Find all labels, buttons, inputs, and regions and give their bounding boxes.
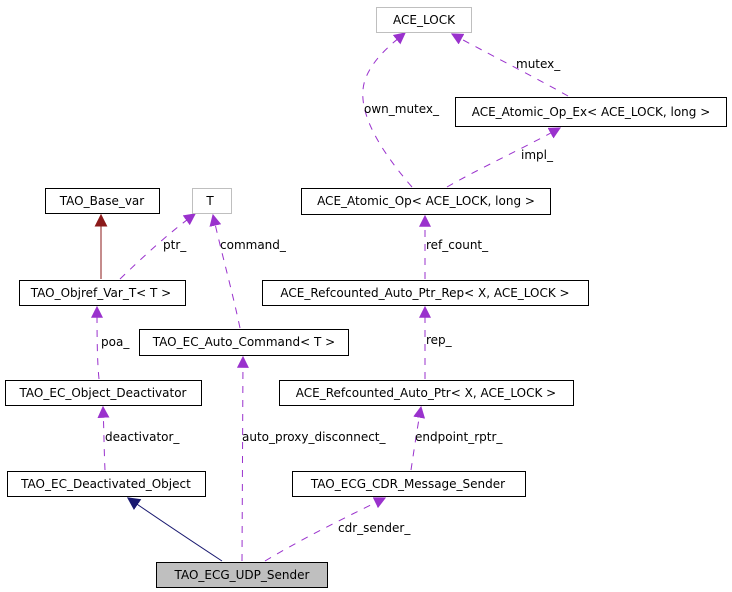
node-label: ACE_Atomic_Op< ACE_LOCK, long >	[317, 194, 535, 208]
label-endpoint-rptr: endpoint_rptr_	[415, 430, 503, 444]
node-label: TAO_Objref_Var_T< T >	[30, 286, 171, 300]
edge-endpoint-rptr	[410, 405, 426, 471]
node-ace-atomic-op[interactable]: ACE_Atomic_Op< ACE_LOCK, long >	[301, 188, 551, 215]
edge-own-mutex	[362, 32, 413, 188]
node-label: ACE_Atomic_Op_Ex< ACE_LOCK, long >	[472, 105, 711, 119]
label-rep: rep_	[426, 333, 453, 347]
edge-impl	[446, 127, 562, 188]
node-label: T	[205, 194, 214, 208]
node-label: TAO_EC_Auto_Command< T >	[152, 335, 335, 349]
edge-labels: mutex_ own_mutex_ impl_ ref_count_ rep_ …	[101, 57, 561, 535]
label-impl: impl_	[521, 148, 554, 162]
node-ace-lock[interactable]: ACE_LOCK	[376, 7, 472, 33]
node-ace-refcounted-auto-ptr-rep[interactable]: ACE_Refcounted_Auto_Ptr_Rep< X, ACE_LOCK…	[262, 280, 589, 306]
edge-ptr	[119, 213, 196, 280]
edge-command	[209, 213, 241, 329]
label-ref-count: ref_count_	[426, 238, 489, 252]
edges	[91, 32, 569, 562]
edge-inherit-deactivated-object	[126, 497, 223, 562]
node-tao-ecg-cdr-message-sender[interactable]: TAO_ECG_CDR_Message_Sender	[292, 471, 526, 497]
node-ace-refcounted-auto-ptr[interactable]: ACE_Refcounted_Auto_Ptr< X, ACE_LOCK >	[279, 380, 574, 406]
node-tao-ec-object-deactivator[interactable]: TAO_EC_Object_Deactivator	[5, 380, 202, 406]
node-label: ACE_Refcounted_Auto_Ptr< X, ACE_LOCK >	[296, 386, 556, 400]
node-label: TAO_ECG_CDR_Message_Sender	[310, 477, 505, 491]
node-tao-base-var[interactable]: TAO_Base_var	[45, 188, 160, 214]
node-label: TAO_Base_var	[59, 194, 145, 208]
label-auto-proxy-disconnect: auto_proxy_disconnect_	[242, 430, 387, 444]
node-tao-objref-var-t[interactable]: TAO_Objref_Var_T< T >	[19, 280, 186, 306]
label-command: command_	[220, 238, 287, 252]
label-ptr: ptr_	[163, 238, 187, 252]
node-tao-ec-deactivated-object[interactable]: TAO_EC_Deactivated_Object	[7, 471, 206, 497]
edge-deactivator	[97, 405, 110, 471]
label-deactivator: deactivator_	[105, 430, 180, 444]
node-label: TAO_EC_Deactivated_Object	[20, 477, 191, 491]
node-label: ACE_Refcounted_Auto_Ptr_Rep< X, ACE_LOCK…	[280, 286, 569, 300]
node-ace-atomic-op-ex[interactable]: ACE_Atomic_Op_Ex< ACE_LOCK, long >	[455, 97, 727, 127]
edge-mutex	[450, 33, 569, 97]
node-label: TAO_EC_Object_Deactivator	[19, 386, 187, 400]
node-label: ACE_LOCK	[393, 13, 456, 27]
node-label: TAO_ECG_UDP_Sender	[174, 568, 310, 582]
label-mutex: mutex_	[516, 57, 561, 71]
node-tao-ecg-udp-sender[interactable]: TAO_ECG_UDP_Sender	[156, 562, 328, 588]
edge-auto-proxy-disconnect	[236, 355, 249, 562]
label-cdr-sender: cdr_sender_	[338, 521, 411, 535]
label-own-mutex: own_mutex_	[364, 102, 440, 116]
node-tao-ec-auto-command[interactable]: TAO_EC_Auto_Command< T >	[139, 329, 349, 356]
edge-poa	[91, 305, 104, 380]
node-t[interactable]: T	[192, 188, 232, 214]
label-poa: poa_	[101, 335, 130, 349]
